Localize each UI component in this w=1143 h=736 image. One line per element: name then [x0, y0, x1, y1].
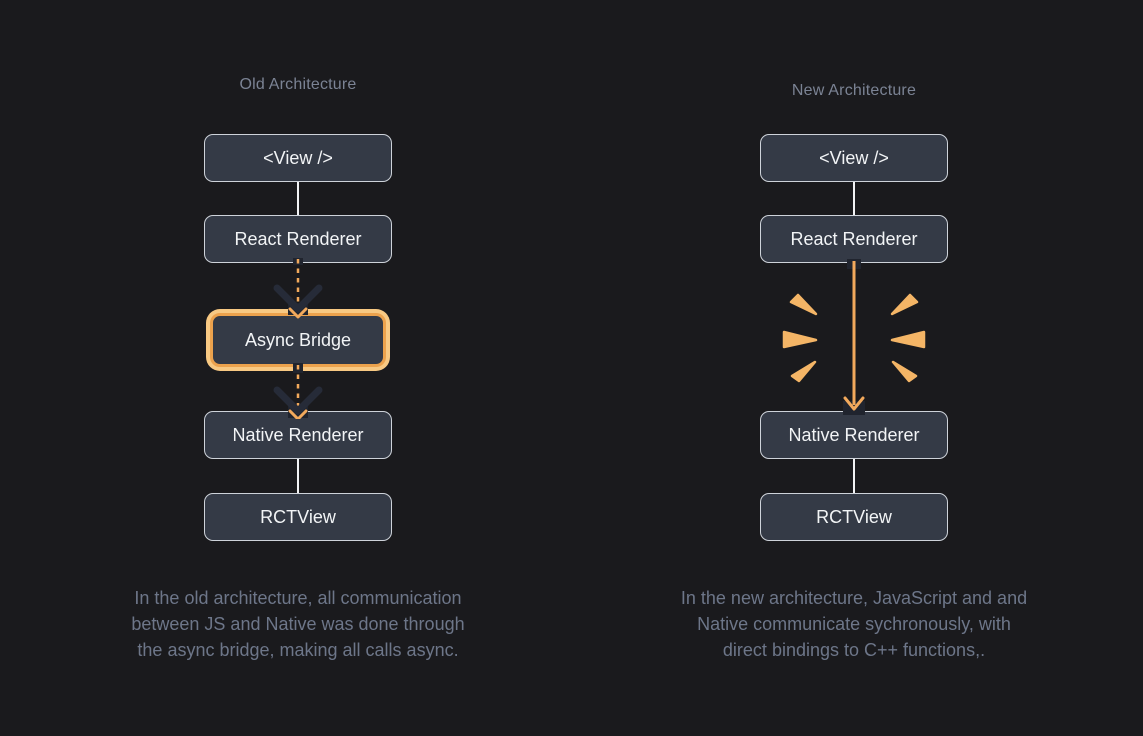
node-react-renderer-old-label: React Renderer — [234, 228, 362, 249]
node-view-old: <View /> — [204, 134, 392, 182]
connector-view-react-new — [853, 182, 855, 215]
connector-native-rctview-old — [297, 459, 299, 493]
sync-arrow-icon — [782, 259, 926, 415]
spark-burst-icon — [782, 293, 926, 383]
old-architecture-caption: In the old architecture, all communicati… — [131, 588, 465, 660]
node-native-renderer-old: Native Renderer — [204, 411, 392, 459]
node-view-new: <View /> — [760, 134, 948, 182]
new-architecture-caption: In the new architecture, JavaScript and … — [680, 588, 1028, 660]
node-rctview-old-label: RCTView — [260, 506, 336, 527]
node-rctview-new-label: RCTView — [816, 506, 892, 527]
connector-native-rctview-new — [853, 459, 855, 493]
old-architecture-column: Old Architecture <View /> React Renderer… — [78, 0, 518, 663]
async-arrow-icon — [273, 363, 323, 419]
node-native-renderer-new: Native Renderer — [760, 411, 948, 459]
node-rctview-new: RCTView — [760, 493, 948, 541]
node-view-new-label: <View /> — [819, 147, 889, 168]
node-native-renderer-new-label: Native Renderer — [788, 424, 920, 445]
node-async-bridge: Async Bridge — [210, 313, 386, 367]
node-async-bridge-label: Async Bridge — [244, 329, 352, 350]
connector-view-react-old — [297, 182, 299, 215]
node-native-renderer-old-label: Native Renderer — [232, 424, 364, 445]
old-architecture-title: Old Architecture — [239, 76, 357, 93]
node-react-renderer-new-label: React Renderer — [790, 228, 918, 249]
new-architecture-title: New Architecture — [791, 82, 917, 99]
node-react-renderer-old: React Renderer — [204, 215, 392, 263]
node-view-old-label: <View /> — [263, 147, 333, 168]
new-architecture-column: New Architecture <View /> React Renderer… — [634, 0, 1074, 663]
async-arrow-icon — [273, 258, 323, 319]
node-rctview-old: RCTView — [204, 493, 392, 541]
node-react-renderer-new: React Renderer — [760, 215, 948, 263]
